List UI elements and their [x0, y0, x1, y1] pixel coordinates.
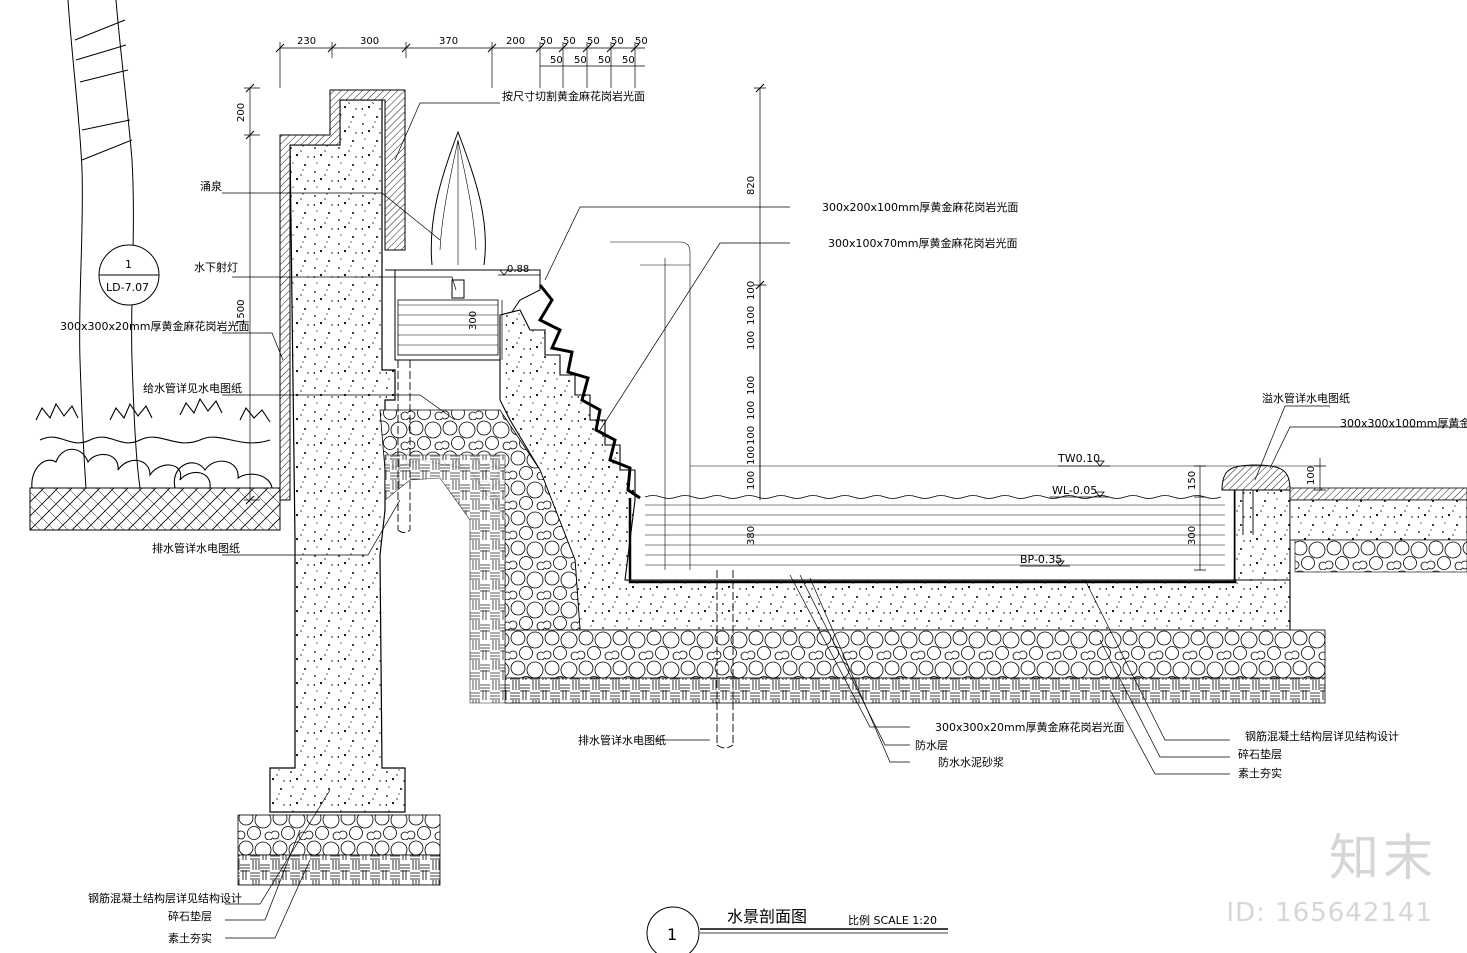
dim-pool-300: 300: [1187, 526, 1198, 545]
dim-pool-380: 380: [746, 526, 757, 545]
dim-coping-100: 100: [1306, 466, 1317, 485]
watermark-brand: 知末: [1329, 829, 1437, 887]
dim-50-b: 50: [563, 36, 576, 47]
ref-sheet: LD-7.07: [106, 281, 149, 294]
dim2-50-d: 50: [622, 55, 635, 66]
leader-lines: [222, 102, 1460, 939]
helper-lines: [610, 241, 1320, 570]
title-scale: 比例 SCALE 1:20: [848, 913, 937, 927]
dim-left-200: 200: [236, 103, 247, 122]
overflow-pipe: [1242, 490, 1254, 535]
label-granite-cut: 按尺寸切割黄金麻花岗岩光面: [502, 89, 645, 103]
dim-50-c: 50: [587, 36, 600, 47]
label-granite-100: 300x200x100mm厚黄金麻花岗岩光面: [822, 200, 1018, 214]
label-gravel-right: 碎石垫层: [1238, 747, 1282, 761]
dim2-50-a: 50: [550, 55, 563, 66]
label-waterproof: 防水层: [915, 738, 948, 752]
footing-gravel-left: [237, 814, 441, 856]
pool-soil: [504, 677, 1326, 704]
dim-300: 300: [360, 36, 379, 47]
label-granite-right: 300x300x100mm厚黄金麻花: [1340, 416, 1467, 430]
dim2-50-b: 50: [574, 55, 587, 66]
dim-step-8: 100: [746, 471, 757, 490]
label-rc-right: 钢筋混凝土结构层详见结构设计: [1245, 729, 1399, 743]
label-overflow: 溢水管详水电图纸: [1262, 391, 1350, 405]
label-gravel-left: 碎石垫层: [168, 909, 212, 923]
dim-step-7: 100: [746, 446, 757, 465]
dim2-50-c: 50: [598, 55, 611, 66]
label-drain-pipe-2: 排水管详水电图纸: [578, 733, 666, 747]
level-markers: [498, 269, 1110, 567]
gravel-right-small: [1294, 539, 1467, 573]
lower-pool-water: [645, 497, 1225, 570]
upper-basin-water: [397, 299, 499, 356]
label-rc-left: 钢筋混凝土结构层详见结构设计: [88, 891, 242, 905]
label-soil-right: 素土夯实: [1238, 766, 1282, 780]
paving-right-base: [1289, 499, 1467, 541]
level-wl: WL-0.05: [1052, 484, 1097, 497]
label-granite-pool: 300x300x20mm厚黄金麻花岗岩光面: [935, 720, 1124, 734]
pool-waterline: [644, 495, 1222, 499]
dim-right-820: 820: [746, 176, 757, 195]
title-block: 1 水景剖面图 比例 SCALE 1:20: [646, 906, 948, 953]
dim-50-a: 50: [540, 36, 553, 47]
cascade-stone-steps: [537, 284, 641, 500]
dim-step-6: 100: [746, 426, 757, 445]
dim-ticks: [245, 43, 765, 505]
tree-trunk: [67, 0, 141, 489]
soil-under-cascade: [384, 454, 506, 704]
wall-cladding: [279, 89, 406, 501]
dim-50-d: 50: [611, 36, 624, 47]
level-bp: BP-0.35: [1020, 553, 1062, 566]
title-text: 水景剖面图: [727, 907, 807, 926]
spring-jet-lines: [439, 139, 477, 265]
label-drain-pipe: 排水管详水电图纸: [152, 541, 240, 555]
dim-left-1500: 1500: [236, 300, 247, 325]
shrubs: [31, 397, 273, 489]
label-granite-20: 300x300x20mm厚黄金麻花岗岩光面: [60, 319, 249, 333]
pool-gravel: [504, 629, 1326, 679]
dim-370: 370: [439, 36, 458, 47]
footing-soil-left: [237, 854, 441, 886]
title-number: 1: [667, 925, 677, 944]
ref-number: 1: [125, 258, 132, 271]
dim-step-2: 100: [746, 306, 757, 325]
supply-pipe: [397, 360, 411, 533]
dim-pool-150: 150: [1187, 471, 1198, 490]
dim-step-1: 100: [746, 281, 757, 300]
dim-step-5: 100: [746, 401, 757, 420]
label-underwater-light: 水下射灯: [194, 260, 238, 274]
drain-pipe: [716, 570, 734, 749]
label-granite-70: 300x100x70mm厚黄金麻花岗岩光面: [828, 236, 1017, 250]
label-soil-left: 素土夯实: [168, 931, 212, 945]
dim-step-4: 100: [746, 376, 757, 395]
dim-200: 200: [506, 36, 525, 47]
level-0-88: 0.88: [507, 264, 529, 275]
dim-50-e: 50: [635, 36, 648, 47]
label-supply-pipe: 给水管详见水电图纸: [143, 381, 242, 395]
label-spring: 涌泉: [200, 179, 222, 193]
dim-step-3: 100: [746, 331, 757, 350]
dim-230: 230: [297, 36, 316, 47]
spring-jet: [430, 130, 486, 266]
watermark-id: ID: 165642141: [1226, 898, 1433, 928]
detail-reference-marker: 1 LD-7.07: [98, 244, 160, 306]
underwater-light-fixture: [451, 279, 465, 299]
dim-basin-300: 300: [468, 311, 479, 330]
level-tw: TW0.10: [1057, 452, 1100, 465]
label-waterproof-mortar: 防水水泥砂浆: [938, 755, 1004, 769]
ground-left: [29, 487, 281, 531]
